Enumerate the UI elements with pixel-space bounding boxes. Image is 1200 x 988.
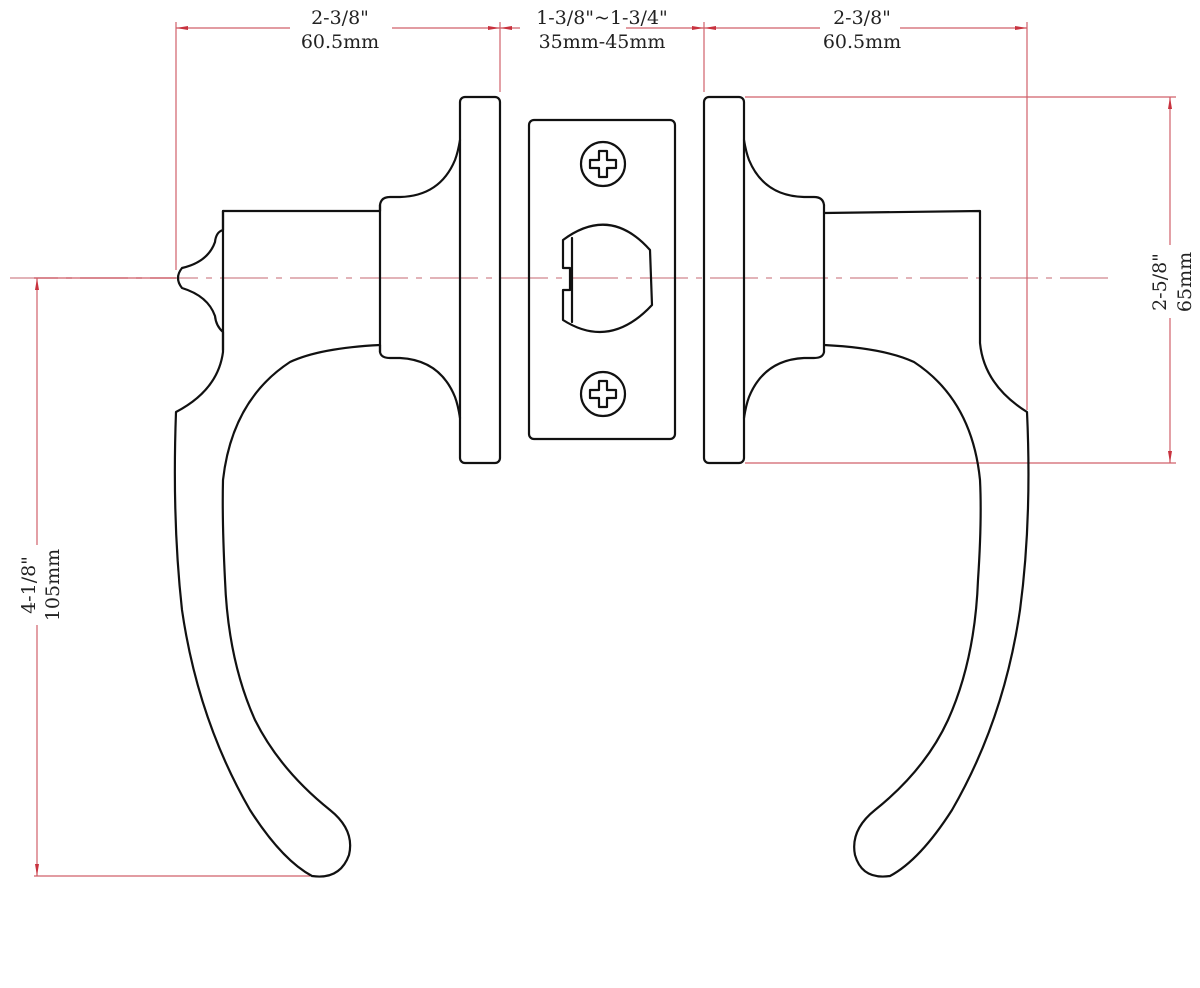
bottom-screw-icon (579, 370, 627, 418)
dimension-label-drop-imperial: 4-1/8" (18, 556, 40, 614)
left-rose-plate (458, 95, 502, 465)
arrowhead-icon (1168, 451, 1172, 463)
right-lever-collar (742, 138, 826, 420)
faceplate-outline (527, 118, 677, 441)
right-rose-plate (702, 95, 746, 465)
arrowhead-icon (1015, 26, 1027, 30)
left-lever-handle (173, 138, 462, 878)
left-dimension-group: 4-1/8" 105mm (18, 277, 310, 877)
dimension-label-rose-imperial: 2-5/8" (1149, 253, 1171, 311)
dimension-label-rose-metric: 65mm (1174, 252, 1196, 312)
arrowhead-icon (35, 864, 39, 876)
dimension-label-right-lever-metric: 60.5mm (823, 31, 901, 53)
right-lever-outline (822, 209, 1030, 878)
top-dimension-group: 2-3/8" 60.5mm 1-3/8"~1-3/4" 35mm-45mm 2-… (175, 7, 1028, 410)
arrowhead-icon (176, 26, 188, 30)
arrowhead-icon (488, 26, 500, 30)
latch-bolt (561, 223, 654, 334)
latch-faceplate (527, 118, 677, 441)
arrowhead-icon (35, 278, 39, 290)
dimension-label-left-lever-imperial: 2-3/8" (311, 7, 369, 29)
arrowhead-icon (692, 26, 704, 30)
left-lever-outline (173, 209, 382, 878)
dimension-label-left-lever-metric: 60.5mm (301, 31, 379, 53)
dimension-label-right-lever-imperial: 2-3/8" (833, 7, 891, 29)
dimension-label-drop-metric: 105mm (42, 549, 64, 621)
top-screw-icon (579, 140, 627, 188)
arrowhead-icon (704, 26, 716, 30)
right-dimension-group: 2-5/8" 65mm (745, 96, 1196, 464)
arrowhead-icon (1168, 97, 1172, 109)
left-lever-collar (378, 138, 462, 420)
arrowhead-icon (500, 26, 512, 30)
dimension-label-door-thickness-imperial: 1-3/8"~1-3/4" (536, 7, 668, 29)
dimension-label-door-thickness-metric: 35mm-45mm (539, 31, 666, 53)
right-lever-handle (742, 138, 1030, 878)
